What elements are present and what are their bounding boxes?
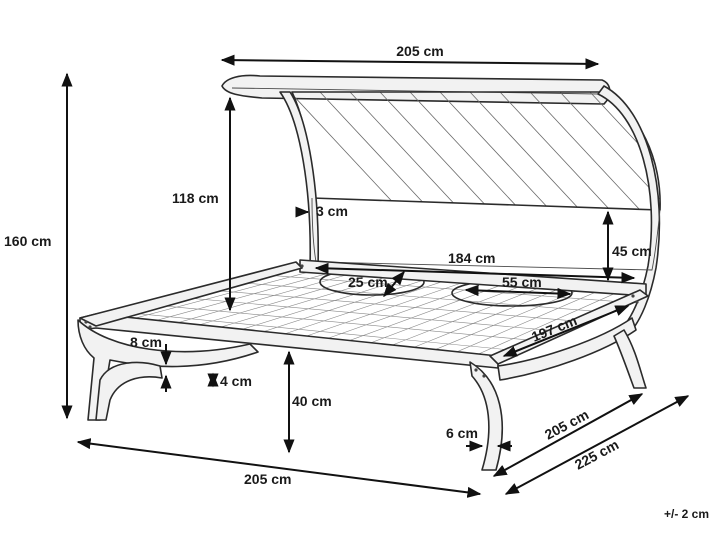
dimension-arrows — [61, 54, 690, 498]
label-beam-height: 8 cm — [130, 334, 162, 350]
arrow-total-depth — [504, 395, 690, 495]
label-pillow-small: 25 cm — [348, 274, 388, 290]
label-bed-length: 205 cm — [244, 471, 291, 487]
arrow-bed-diagonal — [502, 305, 630, 357]
canopy-top-bar — [221, 74, 611, 105]
front-right-leg — [469, 361, 503, 471]
arrow-inner-length — [314, 262, 636, 284]
canopy — [221, 74, 661, 331]
label-canopy-width: 205 cm — [396, 43, 443, 59]
canopy-left-arm — [279, 91, 320, 269]
tolerance-note: +/- 2 cm — [664, 507, 709, 521]
back-right-leg — [613, 329, 647, 389]
label-canopy-drop: 45 cm — [612, 243, 652, 259]
label-total-depth: 225 cm — [572, 436, 621, 472]
left-rail — [79, 261, 303, 327]
arrow-pillow-small — [383, 270, 405, 298]
label-pillow-large: 55 cm — [502, 274, 542, 290]
arrow-canopy-width — [220, 54, 600, 70]
label-leg-width: 6 cm — [446, 425, 478, 441]
arrow-bed-length — [76, 438, 482, 498]
label-bed-height: 40 cm — [292, 393, 332, 409]
label-inner-length: 184 cm — [448, 250, 495, 266]
label-bed-diagonal: 197 cm — [529, 312, 579, 345]
label-canopy-height: 118 cm — [172, 190, 219, 206]
label-canopy-gap: 3 cm — [316, 203, 348, 219]
label-bed-depth: 205 cm — [542, 406, 591, 442]
front-left-foot — [95, 361, 163, 421]
label-foot-height: 4 cm — [220, 373, 252, 389]
dimension-labels: 205 cm 160 cm 118 cm 3 cm 45 cm 184 cm 2… — [4, 43, 709, 521]
arrow-bed-depth — [492, 393, 644, 477]
front-left-leg — [77, 319, 259, 421]
mattress-mesh — [119, 269, 622, 359]
label-total-height: 160 cm — [4, 233, 51, 249]
arrow-pillow-large — [464, 284, 572, 300]
